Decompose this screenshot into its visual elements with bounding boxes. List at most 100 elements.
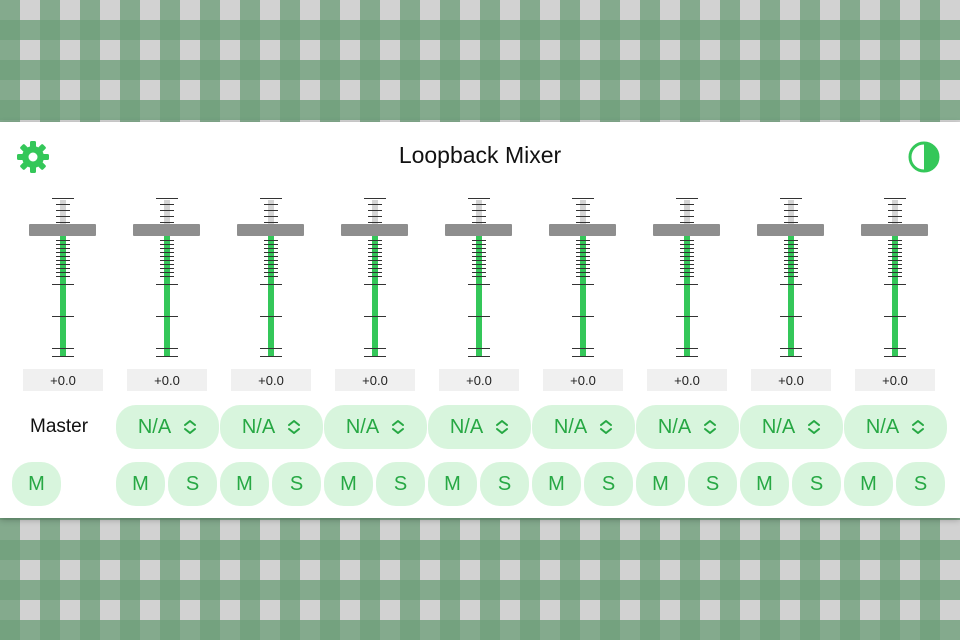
channel-strip: +0.0 <box>647 122 727 518</box>
input-select[interactable]: N/A <box>532 405 635 449</box>
fader-tick <box>368 276 382 277</box>
fader-tick <box>472 260 486 261</box>
fader-tick <box>264 204 278 205</box>
solo-button[interactable]: S <box>480 462 529 506</box>
fader-knob[interactable] <box>653 224 720 236</box>
solo-button[interactable]: S <box>272 462 321 506</box>
fader-tick <box>572 316 594 317</box>
volume-fader[interactable] <box>127 198 207 358</box>
chevron-up-down-icon <box>911 419 925 435</box>
fader-tick <box>160 272 174 273</box>
fader-tick <box>680 272 694 273</box>
fader-tick <box>56 260 70 261</box>
fader-tick <box>368 204 382 205</box>
input-select[interactable]: N/A <box>740 405 843 449</box>
mute-button[interactable]: M <box>532 462 581 506</box>
theme-toggle-button[interactable] <box>906 139 942 175</box>
fader-knob[interactable] <box>757 224 824 236</box>
solo-button[interactable]: S <box>792 462 841 506</box>
fader-level-fill <box>476 234 482 356</box>
fader-tick <box>676 348 698 349</box>
fader-tick <box>576 210 590 211</box>
input-select-value: N/A <box>345 415 380 438</box>
fader-tick <box>784 210 798 211</box>
solo-button[interactable]: S <box>896 462 945 506</box>
fader-tick <box>884 356 906 357</box>
fader-tick <box>680 260 694 261</box>
volume-fader[interactable] <box>231 198 311 358</box>
settings-button[interactable] <box>15 139 51 175</box>
solo-button[interactable]: S <box>584 462 633 506</box>
gain-value-field[interactable]: +0.0 <box>231 369 311 391</box>
gain-value-field[interactable]: +0.0 <box>127 369 207 391</box>
input-select[interactable]: N/A <box>428 405 531 449</box>
fader-knob[interactable] <box>549 224 616 236</box>
fader-tick <box>56 216 70 217</box>
input-select-value: N/A <box>761 415 796 438</box>
fader-tick <box>888 268 902 269</box>
fader-tick <box>364 198 386 199</box>
gain-value-field[interactable]: +0.0 <box>439 369 519 391</box>
fader-tick <box>680 248 694 249</box>
solo-button[interactable]: S <box>168 462 217 506</box>
mixer-panel: Loopback Mixer +0.0+0.0+0.0+0.0+0.0+0.0+… <box>0 122 960 518</box>
fader-tick <box>468 316 490 317</box>
input-select[interactable]: N/A <box>220 405 323 449</box>
volume-fader[interactable] <box>439 198 519 358</box>
fader-tick <box>888 204 902 205</box>
volume-fader[interactable] <box>855 198 935 358</box>
gain-value-field[interactable]: +0.0 <box>543 369 623 391</box>
solo-button[interactable]: S <box>376 462 425 506</box>
fader-tick <box>680 256 694 257</box>
input-select[interactable]: N/A <box>324 405 427 449</box>
fader-tick <box>576 222 590 223</box>
volume-fader[interactable] <box>751 198 831 358</box>
master-mute-button[interactable]: M <box>12 462 61 506</box>
fader-tick <box>368 256 382 257</box>
fader-tick <box>264 276 278 277</box>
fader-tick <box>264 244 278 245</box>
mute-button[interactable]: M <box>116 462 165 506</box>
mute-button[interactable]: M <box>844 462 893 506</box>
fader-tick <box>888 244 902 245</box>
fader-knob[interactable] <box>133 224 200 236</box>
mute-button[interactable]: M <box>220 462 269 506</box>
gain-value-field[interactable]: +0.0 <box>647 369 727 391</box>
chevron-up-down-icon <box>495 419 509 435</box>
volume-fader[interactable] <box>543 198 623 358</box>
fader-tick <box>468 356 490 357</box>
input-select[interactable]: N/A <box>636 405 739 449</box>
gain-value-field[interactable]: +0.0 <box>751 369 831 391</box>
gain-value-field[interactable]: +0.0 <box>855 369 935 391</box>
fader-tick <box>472 272 486 273</box>
input-select[interactable]: N/A <box>844 405 947 449</box>
fader-tick <box>368 222 382 223</box>
mute-button[interactable]: M <box>636 462 685 506</box>
fader-knob[interactable] <box>29 224 96 236</box>
mute-button[interactable]: M <box>428 462 477 506</box>
fader-knob[interactable] <box>861 224 928 236</box>
fader-tick <box>368 216 382 217</box>
fader-knob[interactable] <box>341 224 408 236</box>
volume-fader[interactable] <box>647 198 727 358</box>
gain-value-field[interactable]: +0.0 <box>335 369 415 391</box>
fader-knob[interactable] <box>237 224 304 236</box>
fader-tick <box>264 248 278 249</box>
volume-fader[interactable] <box>23 198 103 358</box>
input-select[interactable]: N/A <box>116 405 219 449</box>
gain-value-field[interactable]: +0.0 <box>23 369 103 391</box>
fader-tick <box>888 260 902 261</box>
volume-fader[interactable] <box>335 198 415 358</box>
fader-tick <box>784 240 798 241</box>
fader-level-fill <box>892 234 898 356</box>
mute-button[interactable]: M <box>324 462 373 506</box>
solo-button[interactable]: S <box>688 462 737 506</box>
fader-tick <box>680 244 694 245</box>
fader-tick <box>576 276 590 277</box>
fader-tick <box>784 222 798 223</box>
fader-tick <box>780 284 802 285</box>
fader-tick <box>368 244 382 245</box>
fader-knob[interactable] <box>445 224 512 236</box>
mute-button[interactable]: M <box>740 462 789 506</box>
fader-tick <box>680 276 694 277</box>
